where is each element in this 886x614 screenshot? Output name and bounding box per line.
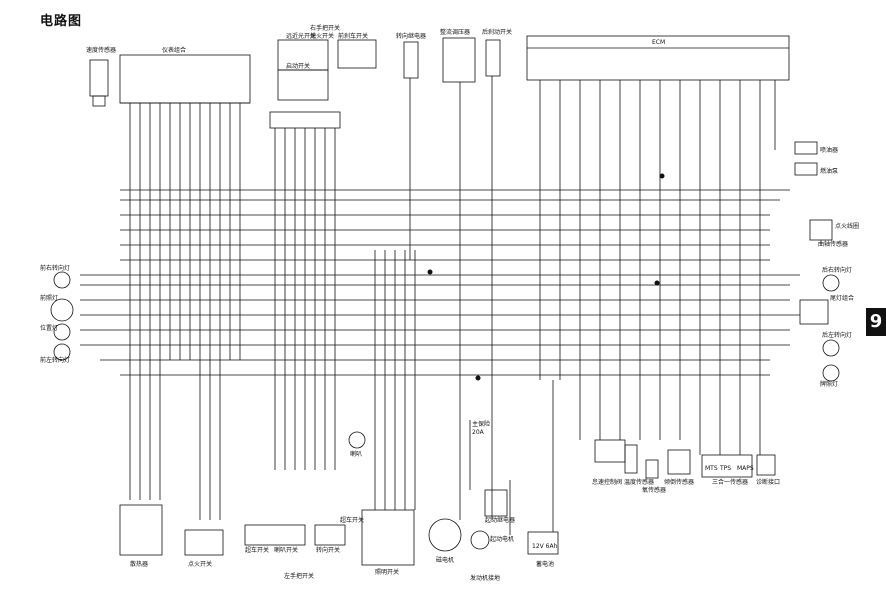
temp-sensor-label: 温度传感器 xyxy=(624,478,654,486)
pump-label: 燃油泵 xyxy=(820,167,838,175)
diag-plug-box xyxy=(756,454,776,476)
starter-relay-box xyxy=(484,489,508,517)
speed-sensor-label: 速度传感器 xyxy=(86,46,116,54)
flasher-box xyxy=(403,41,419,79)
passing-switch-label: 超车开关 xyxy=(340,516,364,524)
battery-label: 蓄电池 xyxy=(536,560,554,568)
battery-box xyxy=(527,531,559,555)
plate-lamp-label: 牌照灯 xyxy=(820,380,838,388)
tps-label: TPS xyxy=(719,465,731,472)
flasher-label: 转向继电器 xyxy=(396,32,426,40)
ecm-box xyxy=(526,35,790,81)
maps-label: MAPS xyxy=(737,465,754,472)
position-lamp xyxy=(53,323,71,341)
ecm-label: ECM xyxy=(652,39,665,46)
tmap-sensor-box xyxy=(701,454,753,478)
speed-sensor-box xyxy=(89,59,109,97)
turn-switch-label: 转向开关 xyxy=(316,546,340,554)
rear-left-turn-lamp xyxy=(822,339,840,357)
dimmer-switch-label: 超车开关 xyxy=(245,546,269,554)
fan-label: 散热器 xyxy=(130,560,148,568)
tail-lamp-label: 尾灯组合 xyxy=(830,294,854,302)
rear-brake-label: 后刹动开关 xyxy=(482,28,512,36)
o2-sensor-box xyxy=(645,459,659,479)
magneto-label: 磁电机 xyxy=(436,556,454,564)
headlamp-label: 前照灯 xyxy=(40,294,58,302)
front-left-turn-lamp xyxy=(53,343,71,361)
tilt-sensor-box xyxy=(667,449,691,475)
mts-label: MTS xyxy=(705,465,718,472)
turn-switch-box xyxy=(314,524,346,546)
temp-sensor-box xyxy=(624,444,638,474)
coil-label: 点火线圈 xyxy=(835,222,859,230)
horn-label: 喇叭 xyxy=(350,450,362,458)
front-left-turn-label: 前左转向灯 xyxy=(40,356,70,364)
fuse-label: 主保险 xyxy=(472,420,490,428)
front-right-turn-label: 前右转向灯 xyxy=(40,264,70,272)
tilt-sensor-label: 倾倒传感器 xyxy=(664,478,694,486)
tail-lamp-box xyxy=(799,299,829,325)
left-switch-box xyxy=(244,524,306,546)
rear-right-turn-label: 后右转向灯 xyxy=(822,266,852,274)
fan-box xyxy=(119,504,163,556)
fuse-rating: 20A xyxy=(472,429,485,436)
front-right-turn-lamp xyxy=(53,271,71,289)
ignition-switch-label: 点火开关 xyxy=(188,560,212,568)
tmap-sensor-label: 三合一传感器 xyxy=(712,478,748,486)
lighting-switch-box xyxy=(361,509,415,566)
headlamp xyxy=(50,298,74,322)
engine-ground-label: 发动机接地 xyxy=(470,574,500,582)
crank-sensor-label: 曲轴传感器 xyxy=(818,240,848,248)
rear-brake-box xyxy=(485,39,501,77)
sub-switch-b-label: 熄火开关 xyxy=(310,32,334,40)
injector-label: 喷油器 xyxy=(820,146,838,154)
horn xyxy=(348,431,366,449)
pump-box xyxy=(794,162,818,176)
starter-motor xyxy=(470,530,490,550)
right-switch-label: 右手把开关 xyxy=(310,24,340,32)
chapter-tab: 9 xyxy=(866,308,886,336)
horn-switch-label: 喇叭开关 xyxy=(274,546,298,554)
regulator-label: 整流调压器 xyxy=(440,28,470,36)
left-switch-label: 左手把开关 xyxy=(284,572,314,580)
coil-box xyxy=(809,219,833,241)
starter-motor-label: 起动电机 xyxy=(490,535,514,543)
o2-sensor-label: 氧传感器 xyxy=(642,486,666,494)
idle-valve-label: 怠速控制阀 xyxy=(592,478,622,486)
plate-lamp xyxy=(822,364,840,382)
diag-plug-label: 诊断接口 xyxy=(756,478,780,486)
magneto xyxy=(428,518,462,552)
brake-switch-box xyxy=(337,39,377,69)
sub-switch-a-label: 启动开关 xyxy=(286,62,310,70)
ignition-switch-box xyxy=(184,529,224,556)
instrument-label: 仪表组合 xyxy=(162,46,186,54)
battery-rating: 12V 6Ah xyxy=(532,543,558,550)
starter-relay-label: 起动继电器 xyxy=(485,516,515,524)
idle-valve-box xyxy=(594,439,626,463)
lighting-switch-label: 照明开关 xyxy=(375,568,399,576)
injector-box xyxy=(794,141,818,155)
rear-right-turn-lamp xyxy=(822,274,840,292)
connector-right xyxy=(269,111,341,129)
headlamp-switch-label: 远近光开关 xyxy=(286,32,316,40)
rear-left-turn-label: 后左转向灯 xyxy=(822,331,852,339)
instrument-box xyxy=(119,54,251,104)
regulator-box xyxy=(442,37,476,83)
position-lamp-label: 位置灯 xyxy=(40,324,58,332)
brake-switch-label: 前刹车开关 xyxy=(338,32,368,40)
page-title: 电路图 xyxy=(40,14,83,29)
